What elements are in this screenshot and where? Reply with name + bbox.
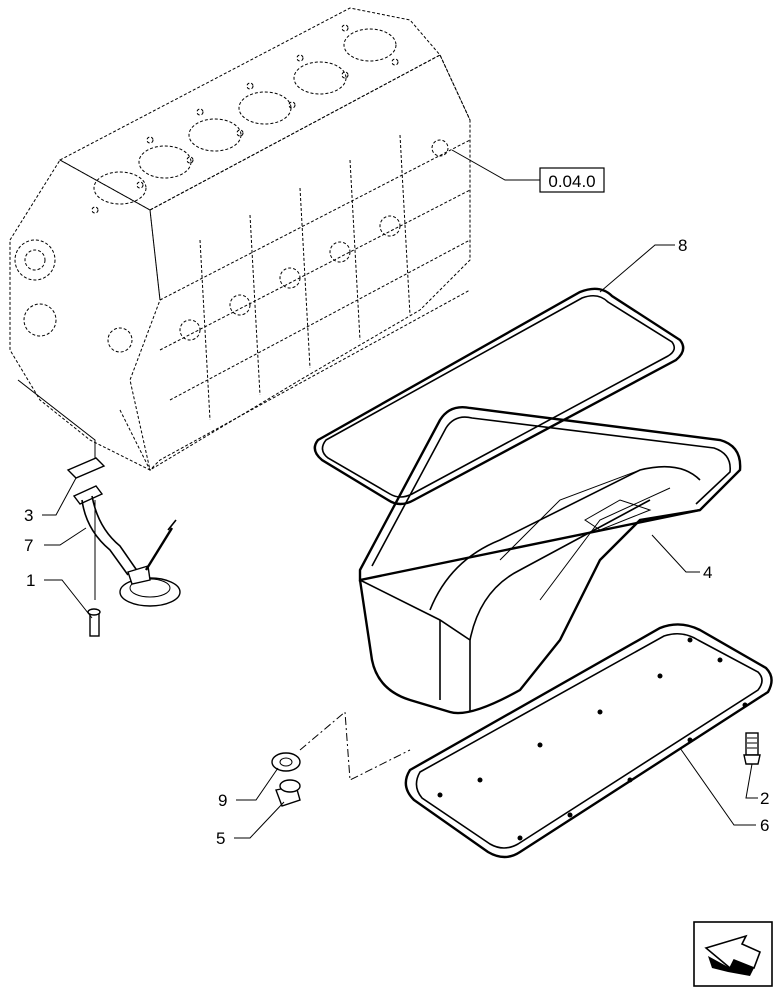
- callout-5[interactable]: 5: [216, 801, 285, 848]
- callout-9[interactable]: 9: [218, 767, 279, 810]
- callout-label: 4: [703, 563, 712, 582]
- reference-callout[interactable]: 0.04.0: [451, 149, 605, 193]
- callout-4[interactable]: 4: [651, 534, 712, 582]
- next-page-arrow-icon[interactable]: [693, 921, 773, 987]
- callout-label: 5: [216, 829, 225, 848]
- engine-block-drawing: [9, 7, 471, 471]
- callout-label: 3: [24, 506, 33, 525]
- callout-label: 7: [24, 536, 33, 555]
- suction-pipe-drawing: [17, 379, 181, 637]
- bolt-2-drawing: [743, 732, 761, 765]
- upper-gasket-drawing: [313, 287, 685, 506]
- callout-label: 1: [26, 571, 35, 590]
- callout-6[interactable]: 6: [679, 747, 769, 835]
- callout-2[interactable]: 2: [745, 763, 769, 808]
- callout-label: 9: [218, 791, 227, 810]
- callout-7[interactable]: 7: [24, 527, 87, 555]
- callout-label: 2: [760, 789, 769, 808]
- drain-plug-drawing: [271, 710, 411, 807]
- oil-pan-drawing: [358, 406, 742, 715]
- callout-3[interactable]: 3: [24, 477, 77, 525]
- lower-gasket-drawing: [404, 623, 773, 859]
- callout-8[interactable]: 8: [599, 236, 687, 293]
- callout-label: 8: [678, 236, 687, 255]
- callout-1[interactable]: 1: [26, 571, 93, 619]
- callout-label: 6: [760, 816, 769, 835]
- reference-label: 0.04.0: [548, 172, 595, 191]
